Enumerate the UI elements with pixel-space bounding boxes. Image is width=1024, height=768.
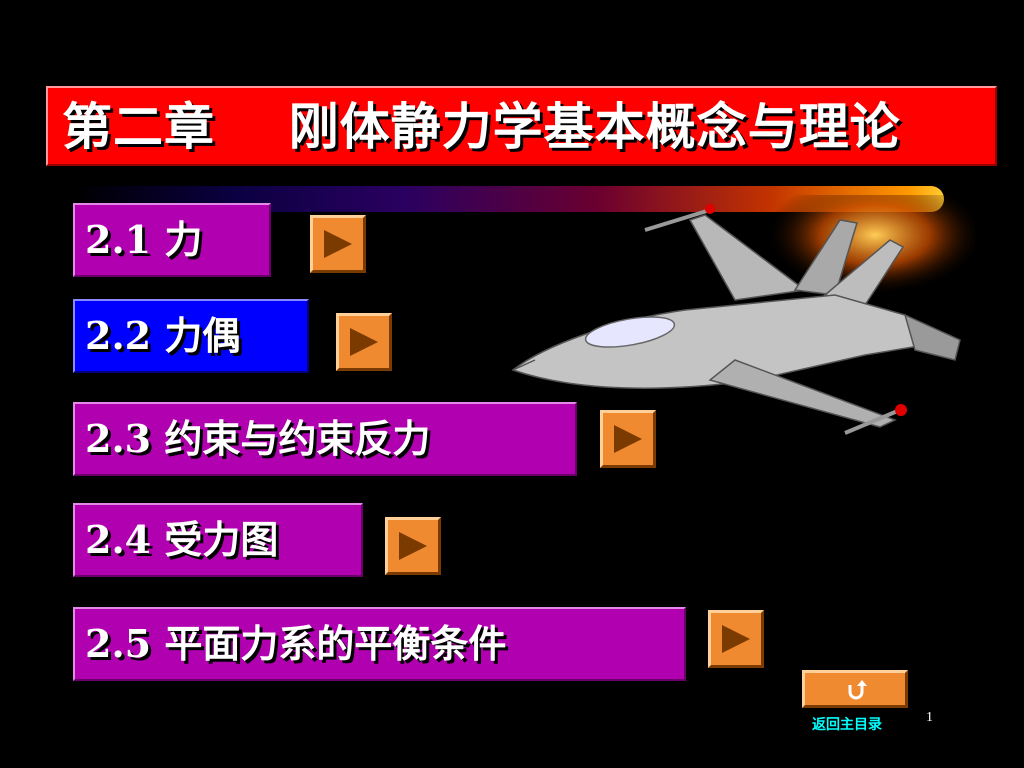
section-2-1-button[interactable]: 2.1 力 [73,203,271,277]
chapter-title: 第二章 刚体静力学基本概念与理论 [62,98,901,156]
section-2-3-button[interactable]: 2.3 约束与约束反力 [73,402,577,476]
play-triangle-icon [324,230,352,258]
play-triangle-icon [722,625,750,653]
return-main-menu-button[interactable] [802,670,908,708]
play-2-4-button[interactable] [385,517,441,575]
section-2-4-button[interactable]: 2.4 受力图 [73,503,363,577]
play-triangle-icon [350,328,378,356]
page-number: 1 [926,710,933,725]
fighter-jet-icon [511,195,975,435]
section-2-5-button[interactable]: 2.5 平面力系的平衡条件 [73,607,686,681]
play-2-1-button[interactable] [310,215,366,273]
section-2-2-button[interactable]: 2.2 力偶 [73,299,309,373]
return-main-menu-label[interactable]: 返回主目录 [812,717,882,733]
play-triangle-icon [399,532,427,560]
play-2-5-button[interactable] [708,610,764,668]
u-turn-icon [848,680,867,700]
chapter-title-bar: 第二章 刚体静力学基本概念与理论 [46,86,997,166]
play-2-3-button[interactable] [600,410,656,468]
play-2-2-button[interactable] [336,313,392,371]
play-triangle-icon [614,425,642,453]
